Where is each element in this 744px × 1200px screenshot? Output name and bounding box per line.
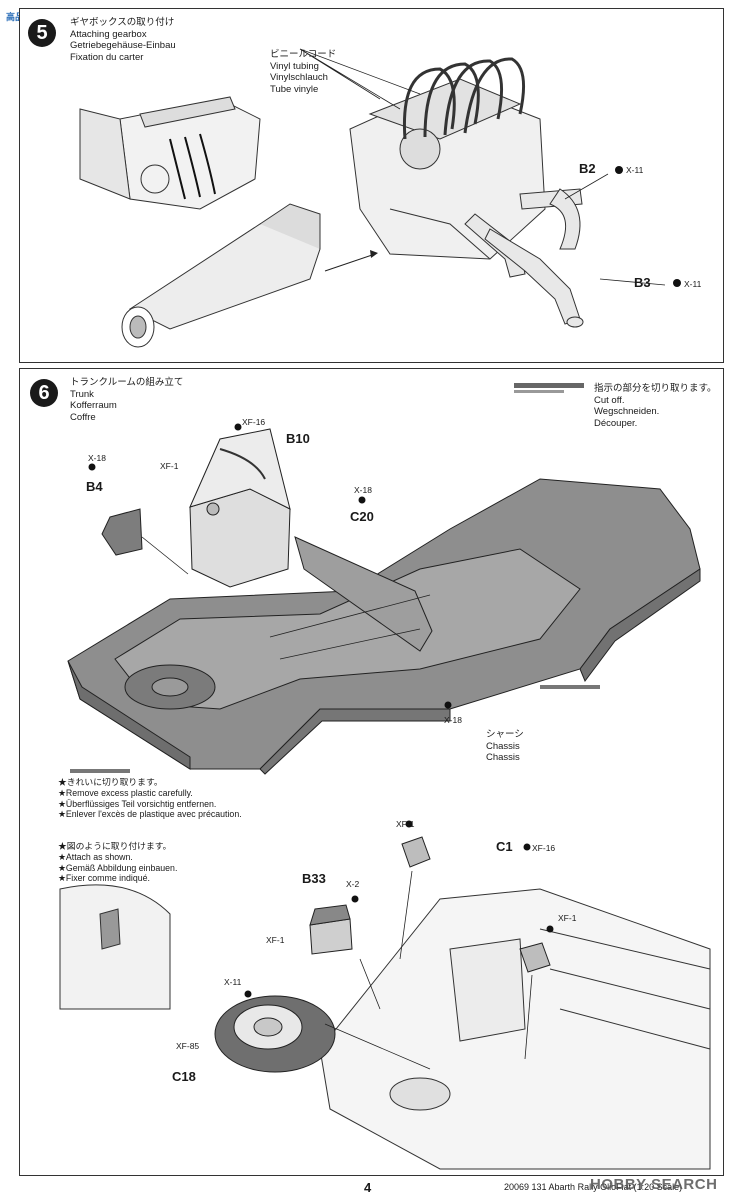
part-c20-shape — [294, 536, 433, 652]
part-b2-paint: X-11 — [626, 165, 644, 175]
part-b4-shape — [101, 508, 143, 556]
b4-paint-label: X-18 — [88, 453, 106, 463]
trunk-tank-b10 — [189, 428, 291, 588]
tire-paint-label: X-11 — [224, 977, 242, 987]
reference-engine-illustration — [79, 96, 261, 210]
attach-note: ★図のように取り付けます。 ★Attach as shown. ★Gemäß A… — [58, 841, 177, 884]
step-5-panel: 5 ギヤボックスの取り付け Attaching gearbox Getriebe… — [19, 8, 724, 363]
vinyl-en: Vinyl tubing — [270, 60, 319, 72]
part-b33-label: B33 — [302, 871, 326, 886]
inset-detail — [59, 884, 171, 1010]
attach-note-en: ★Attach as shown. — [58, 851, 133, 862]
b10-paint-label: XF-16 — [242, 417, 266, 427]
remove-note-fr: ★Enlever l'excès de plastique avec préca… — [58, 809, 242, 820]
cutoff-label: 指示の部分を切り取ります。 Cut off. Wegschneiden. Déc… — [594, 383, 717, 429]
chassis-de: Chassis — [486, 752, 520, 763]
step-title: トランクルームの組み立て Trunk Kofferraum Coffre — [70, 377, 183, 423]
step-number: 6 — [30, 379, 58, 407]
c1-paint-label: XF-16 — [532, 843, 556, 853]
remove-note-jp: ★きれいに切り取ります。 — [58, 777, 163, 787]
part-c18-label: C18 — [172, 1069, 196, 1084]
part-b33-shape — [309, 904, 353, 955]
part-b10-label: B10 — [286, 431, 310, 446]
chassis-jp: シャーシ — [486, 729, 524, 740]
cutoff-marker-icon — [70, 769, 130, 773]
attach-note-fr: ★Fixer comme indiqué. — [58, 873, 150, 884]
b10-paint2-label: XF-1 — [160, 461, 179, 471]
attach-note-jp: ★図のように取り付けます。 — [58, 841, 172, 851]
b33-paint2-label: XF-1 — [266, 935, 285, 945]
part-c1-label: C1 — [496, 839, 513, 854]
page-number: 4 — [364, 1180, 372, 1195]
title-en: Attaching gearbox — [70, 28, 147, 40]
c1-paint-right: XF-1 — [558, 913, 577, 923]
cutoff-marker-icon — [540, 685, 600, 689]
remove-note-en: ★Remove excess plastic carefully. — [58, 787, 193, 798]
cutoff-en: Cut off. — [594, 394, 625, 406]
chassis-label: シャーシ Chassis Chassis — [486, 729, 524, 764]
watermark-logo: HOBBY SEARCH — [590, 1176, 718, 1193]
tire-c18 — [214, 995, 336, 1073]
exhaust-pipes — [464, 188, 584, 328]
step-6-panel: 6 トランクルームの組み立て Trunk Kofferraum Coffre 指… — [19, 368, 724, 1176]
tire-paint2-label: XF-85 — [176, 1041, 200, 1051]
step-number: 5 — [28, 19, 56, 47]
title-de: Getriebegehäuse-Einbau — [70, 40, 176, 51]
part-c20-label: C20 — [350, 509, 374, 524]
title-fr: Fixation du carter — [70, 51, 144, 63]
part-b2-label: B2 — [579, 161, 596, 176]
title-jp: ギヤボックスの取り付け — [70, 17, 175, 28]
vinyl-de: Vinylschlauch — [270, 72, 328, 83]
part-c1-shapes — [401, 836, 551, 973]
vinyl-tubes — [402, 57, 526, 140]
cutoff-symbol-icon — [514, 383, 584, 393]
title-de: Kofferraum — [70, 400, 117, 411]
attach-note-de: ★Gemäß Abbildung einbauen. — [58, 862, 178, 873]
gearbox-part — [121, 203, 321, 348]
cutoff-jp: 指示の部分を切り取ります。 — [594, 383, 717, 394]
step-title: ギヤボックスの取り付け Attaching gearbox Getriebege… — [70, 17, 176, 63]
trunk-illustration — [59, 383, 711, 1170]
vinyl-jp: ビニールコード — [270, 49, 337, 60]
vinyl-tubing-label: ビニールコード Vinyl tubing Vinylschlauch Tube … — [270, 49, 336, 95]
chassis-paint-label: X-18 — [444, 715, 462, 725]
vinyl-fr: Tube vinyle — [270, 83, 319, 95]
title-en: Trunk — [70, 388, 94, 400]
part-b4-label: B4 — [86, 479, 103, 494]
cutoff-de: Wegschneiden. — [594, 406, 660, 417]
lower-chassis-assembly — [319, 888, 711, 1170]
chassis-part — [67, 478, 701, 775]
cutoff-fr: Découper. — [594, 417, 638, 429]
part-b3-paint: X-11 — [684, 279, 702, 289]
remove-note: ★きれいに切り取ります。 ★Remove excess plastic care… — [58, 777, 242, 820]
c20-paint-label: X-18 — [354, 485, 372, 495]
footer-code: 20069 131 Abarth Rally OlioFiat (1:20 Sc… — [504, 1182, 683, 1192]
b33-paint-label: X-2 — [346, 879, 360, 889]
chassis-en: Chassis — [486, 740, 520, 752]
c1-paint-top: XF-1 — [396, 819, 415, 829]
title-jp: トランクルームの組み立て — [70, 377, 184, 388]
title-fr: Coffre — [70, 411, 96, 423]
part-b3-label: B3 — [634, 275, 651, 290]
engine-block — [349, 78, 546, 260]
gearbox-illustration — [79, 48, 681, 348]
header-logo: 高品 — [6, 12, 25, 22]
remove-note-de: ★Überflüssiges Teil vorsichtig entfernen… — [58, 798, 217, 809]
